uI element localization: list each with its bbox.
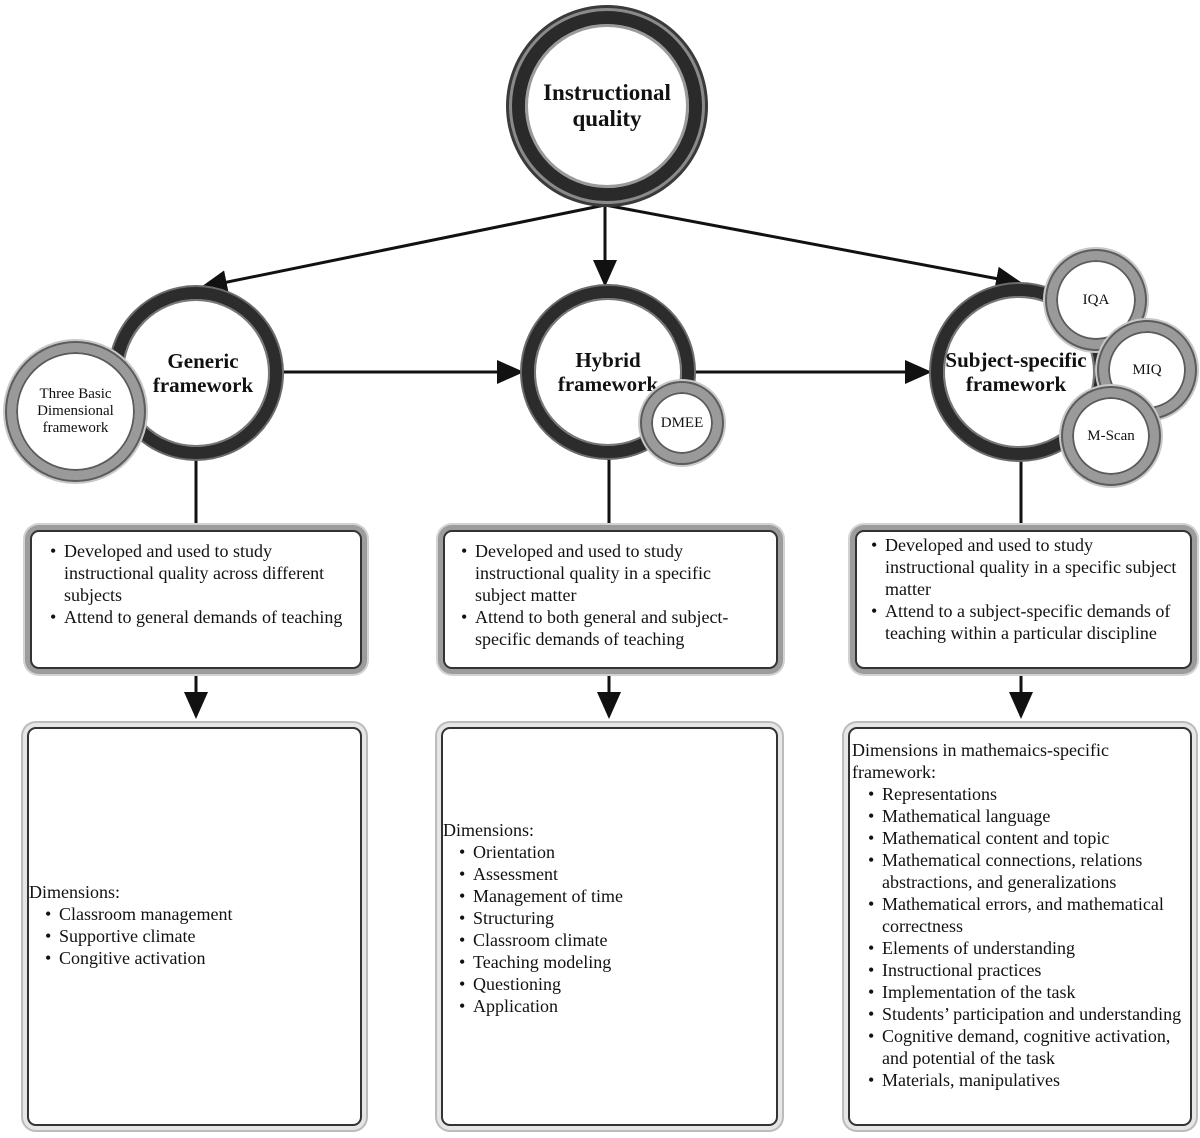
arrow-top-to-generic bbox=[200, 203, 606, 294]
generic-description-item: Developed and used to study instructiona… bbox=[50, 540, 350, 606]
hybrid-dimension-item: Management of time bbox=[459, 885, 770, 907]
three-basic-line3: framework bbox=[42, 420, 109, 436]
hybrid-dimension-item: Structuring bbox=[459, 907, 770, 929]
subject-dimension-item: Materials, manipulatives bbox=[868, 1069, 1184, 1091]
subject-description-box: Developed and used to study instructiona… bbox=[855, 530, 1192, 669]
three-basic-line1: Three Basic bbox=[39, 386, 112, 402]
subject-dimension-item: Students’ participation and understandin… bbox=[868, 1003, 1184, 1025]
dmee-label: DMEE bbox=[660, 414, 704, 431]
subject-dimension-item: Mathematical connections, relations abst… bbox=[868, 849, 1184, 893]
subject-dimension-item: Cognitive demand, cognitive activation, … bbox=[868, 1025, 1184, 1069]
subject-dimension-item: Mathematical content and topic bbox=[868, 827, 1184, 849]
generic-dimensions-list: Classroom management Supportive climate … bbox=[29, 903, 354, 969]
generic-description-item: Attend to general demands of teaching bbox=[50, 606, 350, 628]
hybrid-description-box: Developed and used to study instructiona… bbox=[443, 530, 778, 669]
generic-dimension-item: Congitive activation bbox=[45, 947, 354, 969]
generic-dimensions-heading: Dimensions: bbox=[29, 882, 121, 902]
hybrid-dimensions-list: Orientation Assessment Management of tim… bbox=[443, 841, 770, 1017]
hybrid-dimension-item: Teaching modeling bbox=[459, 951, 770, 973]
subject-dimensions-list: Representations Mathematical language Ma… bbox=[852, 783, 1184, 1091]
subject-dimension-item: Elements of understanding bbox=[868, 937, 1184, 959]
hybrid-dimensions-heading: Dimensions: bbox=[443, 820, 535, 840]
iqa-node: IQA bbox=[1047, 251, 1145, 349]
subject-dimension-item: Mathematical language bbox=[868, 805, 1184, 827]
subject-dimension-item: Implementation of the task bbox=[868, 981, 1184, 1003]
hybrid-dimension-item: Application bbox=[459, 995, 770, 1017]
m-scan-node: M-Scan bbox=[1063, 388, 1159, 484]
generic-description-list: Developed and used to study instructiona… bbox=[42, 540, 350, 628]
hybrid-description-item: Attend to both general and subject-speci… bbox=[461, 606, 766, 650]
three-basic-line2: Dimensional bbox=[37, 403, 114, 419]
hybrid-dimension-item: Orientation bbox=[459, 841, 770, 863]
hybrid-description-item: Developed and used to study instructiona… bbox=[461, 540, 766, 606]
hybrid-dimension-item: Classroom climate bbox=[459, 929, 770, 951]
subject-dimensions-box: Dimensions in mathemaics-specific framew… bbox=[848, 727, 1192, 1126]
dmee-node: DMEE bbox=[642, 383, 722, 463]
hybrid-dimension-item: Questioning bbox=[459, 973, 770, 995]
m-scan-label: M-Scan bbox=[1087, 427, 1135, 444]
iqa-label: IQA bbox=[1082, 291, 1110, 308]
generic-dimension-item: Classroom management bbox=[45, 903, 354, 925]
hybrid-description-list: Developed and used to study instructiona… bbox=[455, 540, 766, 650]
miq-label: MIQ bbox=[1132, 361, 1162, 378]
generic-framework-node: Generic framework bbox=[110, 287, 282, 459]
instructional-quality-title-line2: quality bbox=[572, 106, 642, 131]
generic-framework-title-line1: Generic bbox=[167, 349, 239, 373]
subject-description-list: Developed and used to study instructiona… bbox=[867, 534, 1180, 644]
generic-dimension-item: Supportive climate bbox=[45, 925, 354, 947]
subject-dimension-item: Instructional practices bbox=[868, 959, 1184, 981]
subject-description-item: Attend to a subject-specific demands of … bbox=[871, 600, 1180, 644]
hybrid-framework-title-line2: framework bbox=[557, 372, 659, 396]
generic-description-box: Developed and used to study instructiona… bbox=[30, 530, 362, 669]
hybrid-dimensions-box: Dimensions: Orientation Assessment Manag… bbox=[441, 727, 778, 1126]
hybrid-dimension-item: Assessment bbox=[459, 863, 770, 885]
instructional-quality-title-line1: Instructional bbox=[543, 80, 671, 105]
subject-framework-title-line1: Subject-specific bbox=[945, 348, 1087, 372]
subject-framework-title-line2: framework bbox=[965, 372, 1067, 396]
hybrid-framework-title-line1: Hybrid bbox=[575, 348, 641, 372]
three-basic-dimensional-framework-node: Three Basic Dimensional framework bbox=[7, 343, 144, 480]
arrow-top-to-subject bbox=[604, 203, 1023, 291]
subject-dimension-item: Mathematical errors, and mathematical co… bbox=[868, 893, 1184, 937]
instructional-quality-node: Instructional quality bbox=[512, 11, 702, 201]
subject-dimensions-heading: Dimensions in mathemaics-specific framew… bbox=[852, 740, 1109, 782]
subject-dimension-item: Representations bbox=[868, 783, 1184, 805]
subject-description-item: Developed and used to study instructiona… bbox=[871, 534, 1180, 600]
generic-framework-title-line2: framework bbox=[152, 373, 254, 397]
generic-dimensions-box: Dimensions: Classroom management Support… bbox=[27, 727, 362, 1126]
